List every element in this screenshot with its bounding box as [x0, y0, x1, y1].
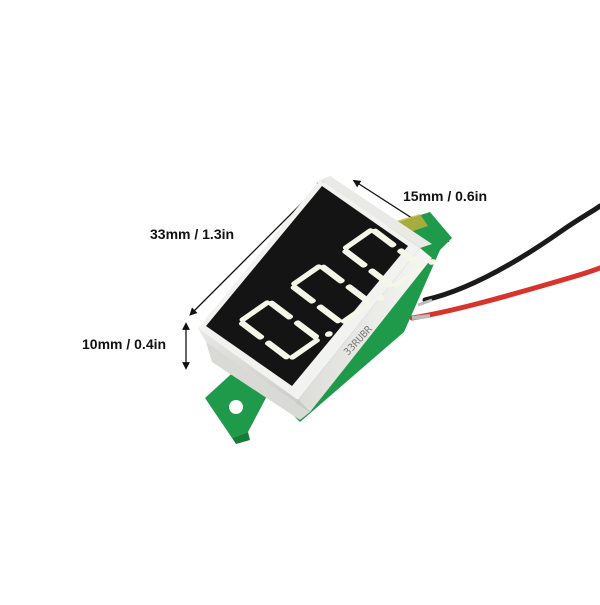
digit-3 [342, 228, 437, 288]
digit-2 [290, 264, 385, 324]
red-wire [409, 265, 600, 321]
height-dimension-label: 10mm / 0.4in [82, 336, 167, 352]
black-wire [422, 203, 600, 303]
mounting-hole [229, 400, 243, 414]
led-digits [238, 228, 437, 360]
width-dimension-label: 33mm / 1.3in [150, 226, 235, 242]
wires [409, 203, 600, 321]
depth-dimension-label: 15mm / 0.6in [403, 188, 488, 204]
digit-1 [238, 300, 333, 360]
